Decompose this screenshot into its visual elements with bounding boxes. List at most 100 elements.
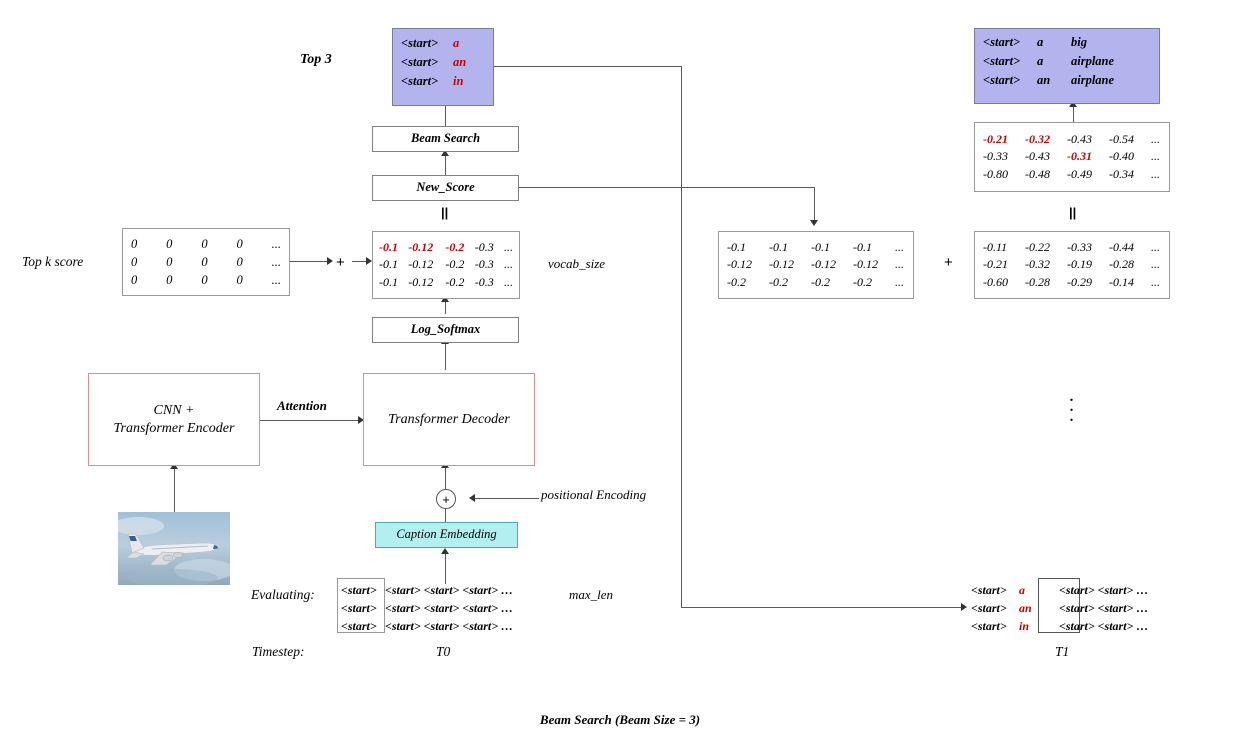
connector-top3-right-v xyxy=(681,66,682,607)
matrix-ellipsis: ... xyxy=(1151,257,1160,272)
token-word-2: airplane xyxy=(1071,53,1115,68)
matrix-cell: -0.2 xyxy=(811,274,830,289)
connector-newscoret1-to-top3t1 xyxy=(1073,106,1074,122)
matrix-cell: -0.60 xyxy=(983,274,1008,289)
matrix-ellipsis: ... xyxy=(504,239,513,254)
logprobs-matrix-t0: -0.1 -0.12 -0.2 -0.3 ... -0.1 -0.12 -0.2… xyxy=(372,231,520,299)
beam-search-block[interactable]: Beam Search xyxy=(372,126,519,152)
t1-sequences-table: <start> a <start> <start> … <start> an <… xyxy=(971,581,1148,635)
connector-plus-to-center-matrix xyxy=(352,261,370,262)
matrix-row: -0.1 -0.1 -0.1 -0.1 ... xyxy=(727,239,905,256)
connector-newscore-to-beamsearch xyxy=(445,155,446,175)
dot-3: . xyxy=(1069,404,1074,426)
top3-row: <start> a xyxy=(401,34,493,53)
logprobs-matrix-t1: -0.11 -0.22 -0.33 -0.44 ... -0.21 -0.32 … xyxy=(974,231,1170,299)
connector-capemb-to-plus xyxy=(445,508,446,522)
matrix-cell: -0.43 xyxy=(1025,149,1050,164)
transformer-decoder-block[interactable]: Transformer Decoder xyxy=(363,373,535,466)
matrix-ellipsis: ... xyxy=(504,257,513,272)
connector-posenc-to-plus xyxy=(475,498,539,499)
top3-sequences-box-t1[interactable]: <start> a big <start> a airplane <start>… xyxy=(974,28,1160,104)
matrix-cell: -0.49 xyxy=(1067,166,1092,181)
token-word: in xyxy=(453,73,464,88)
matrix-cell: -0.11 xyxy=(983,239,1008,254)
matrix-row: -0.33 -0.43 -0.31 -0.40 ... xyxy=(983,148,1161,165)
sequence-row: <start> a <start> <start> … xyxy=(971,581,1148,599)
token-word-2: airplane xyxy=(1071,72,1115,87)
dot-2: . xyxy=(1069,394,1074,416)
matrix-row: -0.1 -0.12 -0.2 -0.3 ... xyxy=(379,256,513,273)
matrix-row: -0.80 -0.48 -0.49 -0.34 ... xyxy=(983,166,1161,183)
new-score-block[interactable]: New_Score xyxy=(372,175,519,201)
top3-row-t1: <start> an airplane xyxy=(983,71,1159,90)
matrix-cell: -0.40 xyxy=(1109,149,1134,164)
equals-sign-right: || xyxy=(1069,205,1077,220)
matrix-ellipsis: ... xyxy=(895,274,904,289)
sequence-row: <start> <start> <start> <start> … xyxy=(341,599,513,617)
matrix-cell: -0.2 xyxy=(853,274,872,289)
matrix-cell: -0.21 xyxy=(983,257,1008,272)
matrix-row: -0.60 -0.28 -0.29 -0.14 ... xyxy=(983,274,1161,291)
token-start: <start> xyxy=(341,619,377,633)
matrix-row: -0.21 -0.32 -0.43 -0.54 ... xyxy=(983,131,1161,148)
matrix-cell: -0.12 xyxy=(408,239,434,254)
token-picked: in xyxy=(1019,619,1030,633)
matrix-cell: -0.12 xyxy=(811,257,836,272)
matrix-cell: -0.2 xyxy=(445,257,465,272)
connector-seq-to-capemb xyxy=(445,553,446,584)
token-start: <start> xyxy=(971,583,1007,597)
matrix-cell: -0.1 xyxy=(379,239,398,254)
matrix-cell: -0.32 xyxy=(1025,131,1050,146)
matrix-cell: -0.32 xyxy=(1025,257,1050,272)
topk-score-label: Top k score xyxy=(22,254,84,269)
top3-sequences-box[interactable]: <start> a <start> an <start> in xyxy=(392,28,494,106)
matrix-cell: 0 xyxy=(236,273,243,288)
matrix-cell: 0 xyxy=(166,254,173,269)
matrix-cell: 0 xyxy=(236,236,243,251)
matrix-cell: -0.12 xyxy=(408,257,434,272)
max-len-label: max_len xyxy=(569,587,614,602)
t1-current-token-box xyxy=(1038,578,1080,633)
matrix-cell: -0.3 xyxy=(474,257,494,272)
sequence-row: <start> in <start> <start> … xyxy=(971,617,1148,635)
airplane-photo-svg xyxy=(118,512,230,585)
matrix-cell: -0.33 xyxy=(983,149,1008,164)
token-start: <start> xyxy=(971,619,1007,633)
connector-photo-to-encoder xyxy=(174,468,175,512)
attention-label: Attention xyxy=(277,398,327,413)
token-start: <start> xyxy=(401,54,439,69)
encoder-label-line1: CNN + xyxy=(153,403,195,418)
matrix-ellipsis: ... xyxy=(895,239,904,254)
arrowhead-decoder-attention xyxy=(358,416,364,424)
t0-sequences-table: <start> <start> <start> <start> … <start… xyxy=(341,581,513,635)
matrix-cell: -0.19 xyxy=(1067,257,1092,272)
matrix-cell: -0.1 xyxy=(727,239,746,254)
matrix-ellipsis: ... xyxy=(271,273,281,288)
matrix-cell: -0.12 xyxy=(408,274,434,289)
token-start: <start> xyxy=(341,601,377,615)
plus-sign-right: + xyxy=(944,254,953,271)
sequence-row: <start> <start> <start> <start> … xyxy=(341,581,513,599)
top3-token-table-t1: <start> a big <start> a airplane <start>… xyxy=(975,29,1159,89)
log-softmax-block[interactable]: Log_Softmax xyxy=(372,317,519,343)
matrix-ellipsis: ... xyxy=(1151,149,1160,164)
sequence-rest: <start> <start> <start> … xyxy=(385,583,514,597)
timestep-t1: T1 xyxy=(1055,644,1070,659)
token-picked: a xyxy=(1019,583,1025,597)
matrix-cell: -0.14 xyxy=(1109,274,1134,289)
token-word: a xyxy=(453,36,460,50)
matrix-cell: -0.2 xyxy=(769,274,788,289)
timestep-label: Timestep: xyxy=(252,644,305,659)
matrix-row: -0.12 -0.12 -0.12 -0.12 ... xyxy=(727,256,905,273)
matrix-cell: -0.48 xyxy=(1025,166,1050,181)
sequence-row: <start> an <start> <start> … xyxy=(971,599,1148,617)
cnn-transformer-encoder-block[interactable]: CNN + Transformer Encoder xyxy=(88,373,260,466)
matrix-cell: -0.3 xyxy=(474,239,494,254)
matrix-cell: 0 xyxy=(131,273,138,288)
matrix-cell: -0.28 xyxy=(1025,274,1050,289)
matrix-cell: -0.1 xyxy=(769,239,788,254)
matrix-ellipsis: ... xyxy=(895,257,904,272)
token-start: <start> xyxy=(971,601,1007,615)
caption-embedding-block[interactable]: Caption Embedding xyxy=(375,522,518,548)
